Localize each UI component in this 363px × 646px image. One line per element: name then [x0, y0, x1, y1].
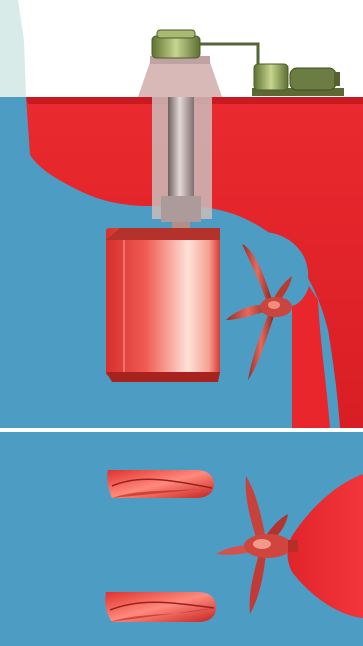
top-view-panel [0, 432, 363, 646]
rudder-lower-plan [105, 592, 216, 622]
power-unit-motor-cap [334, 72, 340, 86]
steering-gear [152, 36, 200, 58]
steering-gear-top [157, 30, 195, 38]
steering-gear-base [138, 62, 222, 97]
side-view-diagram [0, 0, 363, 428]
side-view-panel [0, 0, 363, 428]
rudder-stock-collar [161, 196, 201, 222]
power-unit-motor [290, 68, 336, 90]
rudder-bottom [106, 372, 220, 382]
power-unit-pump [254, 64, 288, 90]
rudder-top-edge [106, 228, 220, 240]
top-view-diagram [0, 432, 363, 646]
rudder-upper-plan [107, 470, 214, 498]
